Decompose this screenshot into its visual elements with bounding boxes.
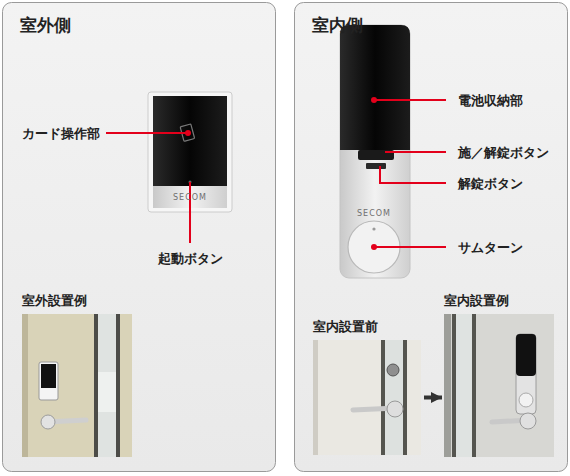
panel-frame (295, 3, 568, 472)
side-panel: 室内側室内設置前 室内設置例 (294, 2, 568, 472)
leader-line (374, 99, 446, 101)
door-photo (22, 314, 132, 457)
part-label: カード操作部 (22, 125, 100, 142)
wall (444, 314, 451, 457)
thumbturn-mark (372, 227, 375, 230)
photo-heading: 室内設置前 (313, 318, 421, 336)
lock-unit (516, 334, 536, 414)
photo-frame: 室内設置例 (444, 292, 554, 457)
glass-frame (94, 314, 120, 457)
panel-frame (3, 3, 276, 472)
handle-rose (520, 413, 536, 429)
glass-frame (452, 314, 476, 457)
photo-box (313, 340, 421, 455)
photo-frame: 室内設置前 (313, 318, 421, 455)
door-edge (22, 314, 28, 457)
leader-line (380, 166, 446, 183)
photo-frame: 室外設置例 (22, 292, 132, 457)
leader-line (385, 151, 446, 153)
reader-frame (148, 92, 232, 212)
battery-cover (340, 25, 410, 150)
flow-arrow (424, 396, 442, 400)
reader-face (153, 96, 227, 186)
panel-title: 室内側 (312, 14, 363, 37)
photo-heading: 室外設置例 (22, 292, 132, 310)
leader-line (106, 132, 188, 134)
photo (22, 314, 132, 457)
part-label: サムターン (458, 239, 523, 256)
glass-strip (385, 340, 403, 455)
brand-logo: SECOM (357, 209, 391, 219)
thumbturn (519, 393, 533, 407)
photo-box (444, 314, 554, 457)
handle-rose (41, 415, 55, 429)
brand-logo: SECOM (173, 193, 207, 203)
leader-line (189, 182, 191, 243)
photo (313, 340, 421, 455)
part-label: 施／解錠ボタン (458, 144, 549, 161)
glass-frame (381, 340, 407, 455)
part-label: 起動ボタン (158, 250, 223, 267)
photo (444, 314, 554, 457)
unlock-button (366, 163, 386, 169)
panel-title: 室外側 (20, 14, 71, 37)
handle-rose (387, 401, 403, 417)
lock-unit-top (516, 334, 536, 376)
reader (39, 362, 58, 400)
thumbturn (387, 364, 399, 376)
photo-box (22, 314, 132, 457)
door-edge (313, 340, 318, 455)
glass-strip (456, 314, 472, 457)
part-label: 電池収納部 (458, 92, 523, 109)
leader-dot (185, 130, 191, 136)
glass-light (98, 372, 116, 412)
door-photo (444, 314, 554, 457)
side-panel: 室外側室外設置例 (2, 2, 276, 472)
reader-face (41, 364, 56, 388)
photo-heading: 室内設置例 (444, 292, 554, 310)
part-label: 解錠ボタン (458, 175, 523, 192)
glass-strip (98, 314, 116, 457)
leader-line (374, 246, 446, 248)
door-photo (313, 340, 421, 455)
